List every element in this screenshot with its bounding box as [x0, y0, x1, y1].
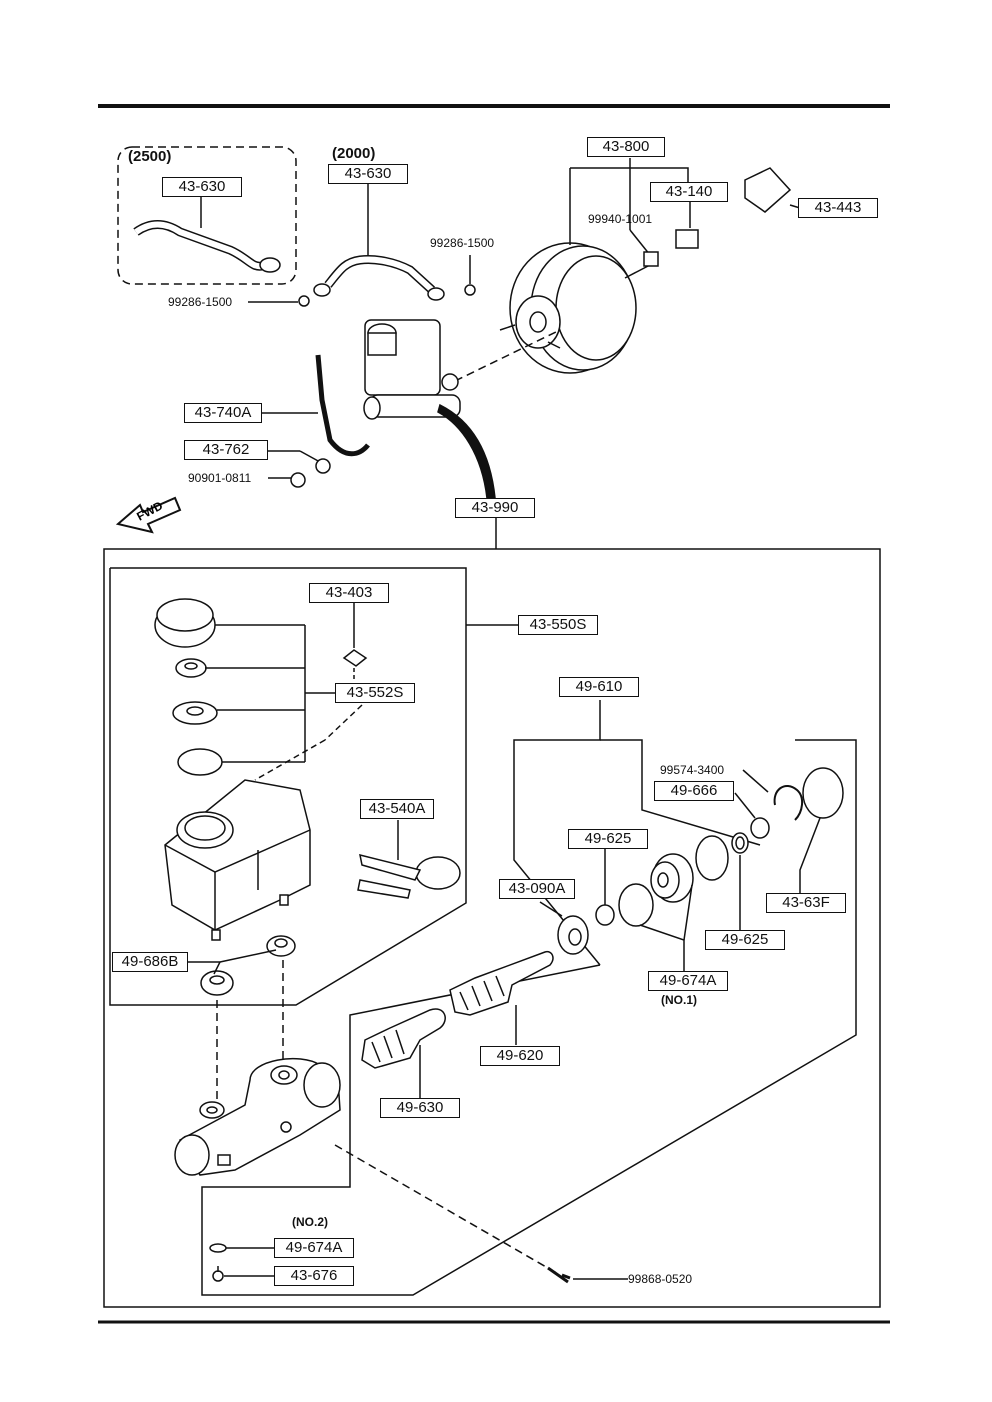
vacuum-hose-2500-drawing — [133, 220, 281, 273]
label-49-620: 49-620 — [480, 1046, 560, 1066]
label-49-686B: 49-686B — [112, 952, 188, 972]
part-99286-1500-b: 99286-1500 — [430, 236, 495, 250]
no2-bolt — [212, 1266, 224, 1282]
primary-piston-drawing — [361, 1008, 446, 1069]
master-cylinder-top-drawing — [363, 319, 461, 420]
piston-cup-drawing — [650, 853, 694, 903]
variant-2500-box — [117, 146, 297, 285]
fwd-arrow — [115, 496, 182, 534]
bracket-clip — [315, 458, 331, 474]
label-43-090A: 43-090A — [499, 879, 575, 899]
label-43-740A: 43-740A — [184, 403, 262, 423]
part-99286-1500-a: 99286-1500 — [168, 295, 233, 309]
label-43-800: 43-800 — [587, 137, 665, 157]
reservoir-kit-frame — [109, 567, 467, 1006]
label-43-990: 43-990 — [455, 498, 535, 518]
screw-99868 — [547, 1266, 571, 1284]
label-49-625-a: 49-625 — [568, 829, 648, 849]
hose-clamp-b — [464, 284, 476, 296]
booster-nut — [643, 251, 659, 267]
reservoir-tank-drawing — [164, 779, 311, 941]
bracket-43-740A — [315, 354, 370, 457]
seal-ring — [618, 883, 654, 927]
no2-o-ring — [209, 1243, 227, 1253]
label-49-674A-no1: 49-674A — [648, 971, 728, 991]
part-90901-0811: 90901-0811 — [188, 471, 252, 485]
washer-49-666 — [750, 817, 770, 839]
label-43-762: 43-762 — [184, 440, 268, 460]
label-43-403: 43-403 — [309, 583, 389, 603]
reservoir-cap-drawing — [154, 598, 216, 648]
part-99868-0520: 99868-0520 — [628, 1272, 693, 1286]
assembly-pointer — [437, 403, 496, 499]
hose-clamp-a — [298, 295, 310, 307]
label-43-540A: 43-540A — [360, 799, 434, 819]
bracket-nut — [290, 472, 306, 488]
o-ring-43-63F — [802, 767, 844, 819]
reservoir-o-ring — [177, 748, 223, 776]
label-43-140: 43-140 — [650, 182, 728, 202]
label-43-550S: 43-550S — [518, 615, 598, 635]
part-99574-3400: 99574-3400 — [660, 763, 725, 777]
part-99940-1001: 99940-1001 — [588, 212, 653, 226]
level-sensor-drawing — [357, 853, 461, 899]
reservoir-diaphragm — [172, 701, 218, 725]
secondary-piston-drawing — [449, 950, 554, 1016]
label-49-630: 49-630 — [380, 1098, 460, 1118]
reservoir-filter — [342, 649, 368, 667]
cup-43-090A — [557, 915, 589, 955]
no1-note: (NO.1) — [661, 993, 697, 1007]
booster-gasket — [744, 167, 792, 213]
brake-booster-drawing — [499, 242, 651, 374]
label-43-443: 43-443 — [798, 198, 878, 218]
label-43-630-2500: 43-630 — [162, 177, 242, 197]
label-49-674A-no2: 49-674A — [274, 1238, 354, 1258]
master-cylinder-body-drawing — [174, 1057, 341, 1176]
label-43-630-2000: 43-630 — [328, 164, 408, 184]
spacer-49-625 — [731, 832, 749, 854]
variant-2000-heading: (2000) — [332, 145, 376, 162]
check-valve-part — [675, 229, 699, 249]
assembly-43-990-frame — [103, 518, 881, 1308]
label-43-552S: 43-552S — [335, 683, 415, 703]
label-49-666: 49-666 — [654, 781, 734, 801]
label-49-610: 49-610 — [559, 677, 639, 697]
reservoir-grommets — [200, 935, 296, 996]
no2-note: (NO.2) — [292, 1215, 328, 1229]
circlip-99574 — [773, 785, 803, 821]
vacuum-hose-2000-drawing — [313, 255, 445, 301]
label-49-625-b: 49-625 — [705, 930, 785, 950]
reservoir-cap-seal — [175, 658, 207, 678]
label-43-676: 43-676 — [274, 1266, 354, 1286]
seal-49-674A — [695, 835, 729, 881]
small-seal-49-625 — [595, 904, 615, 926]
label-43-63F: 43-63F — [766, 893, 846, 913]
variant-2500-heading: (2500) — [128, 148, 172, 165]
